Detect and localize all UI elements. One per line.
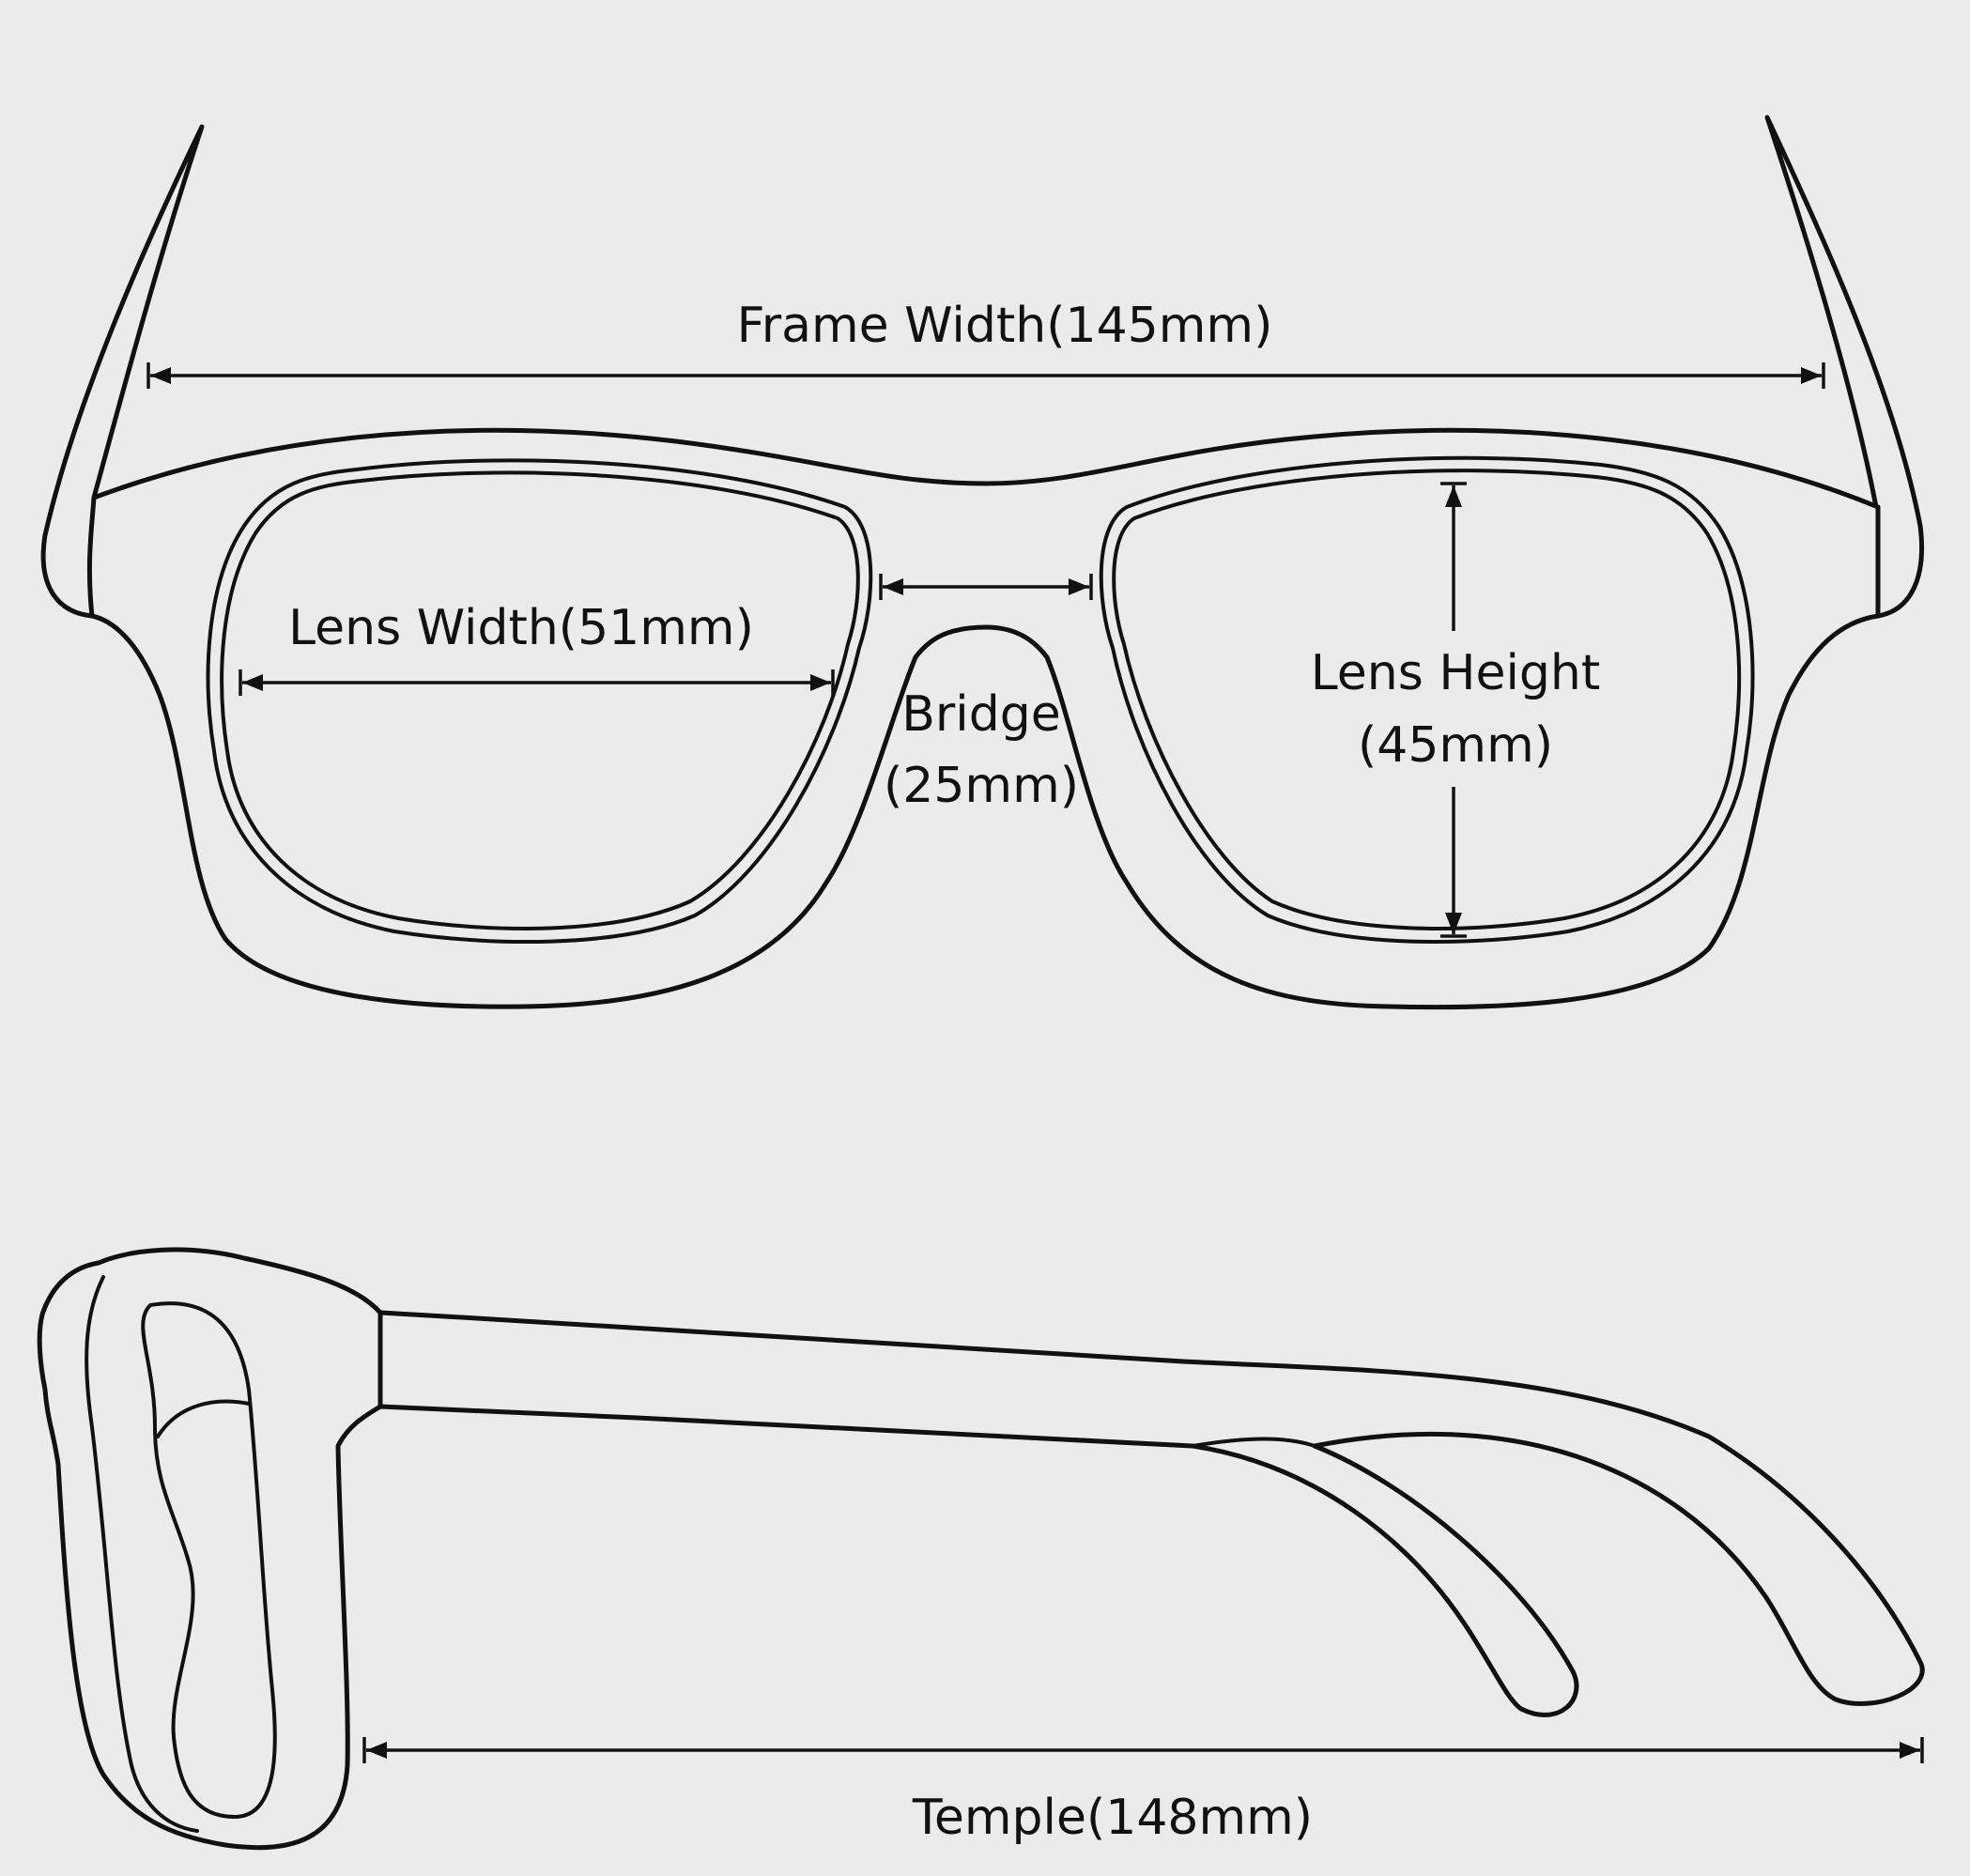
left-lens-rim-outer xyxy=(206,458,873,945)
frame-width-dimension-arrow xyxy=(146,362,1825,389)
left-temple-arm-front-view xyxy=(40,124,205,619)
bridge-value-label: (25mm) xyxy=(883,758,1080,814)
lens-height-value-label: (45mm) xyxy=(1357,717,1554,774)
temple-arm-side-view xyxy=(377,1310,1925,1717)
right-lens-inner xyxy=(1112,469,1742,930)
right-temple-arm-front-view xyxy=(1764,115,1925,619)
frame-width-label: Frame Width(145mm) xyxy=(736,298,1273,354)
lens-width-dimension-arrow xyxy=(239,669,835,696)
lens-width-label: Lens Width(51mm) xyxy=(288,600,754,656)
nose-pad-bridge-curve xyxy=(156,1399,251,1438)
lens-height-label: Lens Height xyxy=(1310,645,1601,701)
nose-pad-outline xyxy=(141,1301,277,1819)
frame-side-inner-contour xyxy=(85,1275,199,1833)
bridge-dimension-arrow xyxy=(879,574,1093,600)
temple-arm-tip-inner-line xyxy=(1191,1437,1316,1448)
left-lens-inner xyxy=(220,470,860,930)
frame-side-profile xyxy=(37,1247,383,1851)
lens-height-dimension-arrow xyxy=(1440,482,1467,938)
temple-dimension-arrow xyxy=(362,1737,1924,1763)
bridge-label: Bridge xyxy=(901,686,1061,743)
right-lens-rim-outer xyxy=(1099,455,1755,945)
temple-label: Temple(148mm) xyxy=(912,1790,1314,1846)
frame-front xyxy=(86,427,1881,1010)
